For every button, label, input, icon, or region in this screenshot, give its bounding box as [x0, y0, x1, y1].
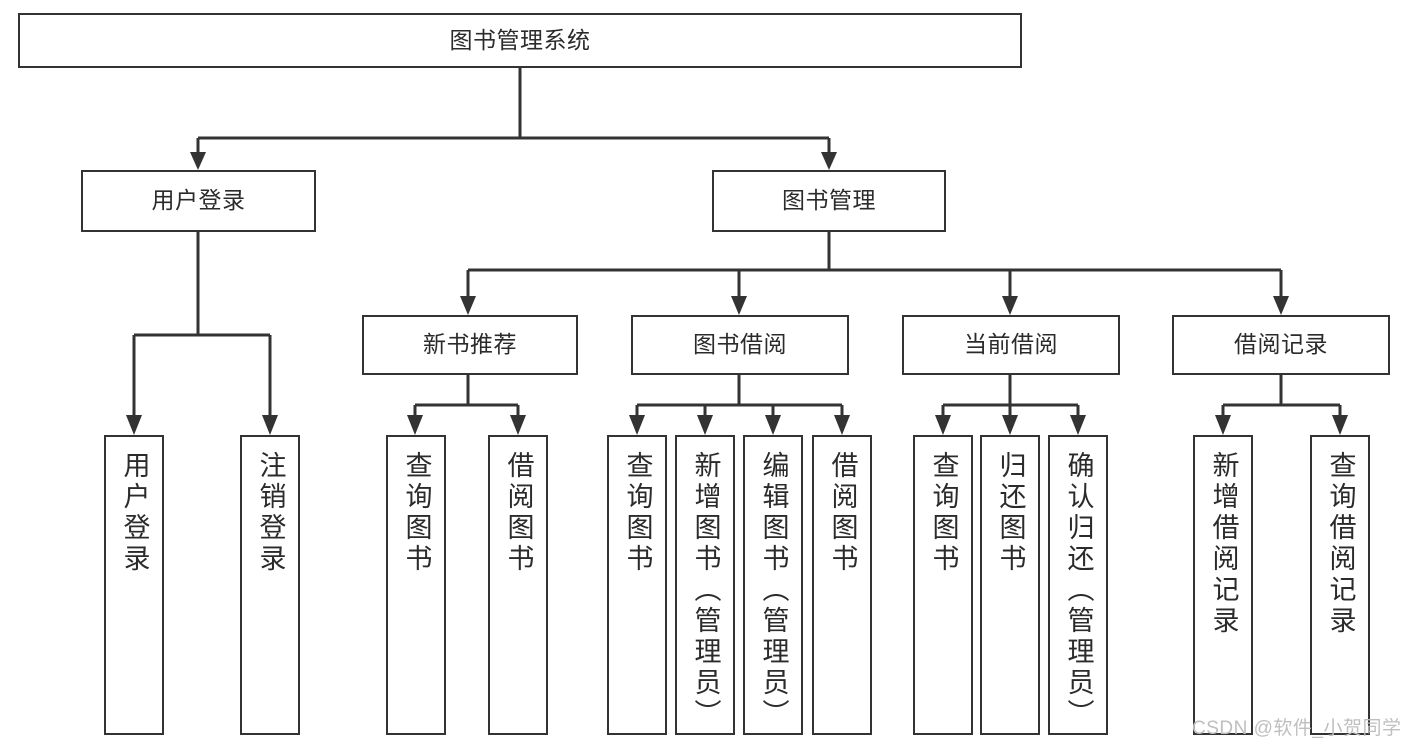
node-leaf-query-book-1[interactable]: 查询图书 — [386, 435, 446, 735]
arrow-leaf-add-record — [1215, 415, 1231, 435]
node-new-book-recommend[interactable]: 新书推荐 — [362, 315, 578, 375]
node-leaf-confirm-return[interactable]: 确认归还（管理员） — [1048, 435, 1108, 735]
node-leaf-borrow-book-1[interactable]: 借阅图书 — [488, 435, 548, 735]
arrow-leaf-add-book — [697, 415, 713, 435]
arrow-leaf-borrow-book-2 — [834, 415, 850, 435]
node-leaf-query-book-1-label: 查询图书 — [401, 451, 432, 575]
node-leaf-query-book-3[interactable]: 查询图书 — [913, 435, 973, 735]
node-book-manage[interactable]: 图书管理 — [712, 170, 946, 232]
node-leaf-add-record-label: 新增借阅记录 — [1208, 451, 1239, 637]
arrow-leaf-confirm-return — [1070, 415, 1086, 435]
node-leaf-query-record-label: 查询借阅记录 — [1325, 451, 1356, 637]
node-user-login[interactable]: 用户登录 — [81, 170, 316, 232]
arrow-new-book-recommend — [460, 296, 476, 315]
node-leaf-add-record[interactable]: 新增借阅记录 — [1193, 435, 1253, 735]
node-current-borrow[interactable]: 当前借阅 — [902, 315, 1120, 375]
node-leaf-return-book-label: 归还图书 — [995, 451, 1026, 575]
arrow-leaf-user-login — [126, 415, 142, 435]
node-leaf-query-book-2-label: 查询图书 — [622, 451, 653, 575]
arrow-leaf-user-logout — [262, 415, 278, 435]
arrow-book-borrow — [731, 296, 747, 315]
node-leaf-borrow-book-2[interactable]: 借阅图书 — [812, 435, 872, 735]
arrow-current-borrow — [1002, 296, 1018, 315]
arrow-leaf-query-book-1 — [407, 415, 423, 435]
arrow-leaf-query-record — [1332, 415, 1348, 435]
node-borrow-record[interactable]: 借阅记录 — [1172, 315, 1390, 375]
node-book-borrow-label: 图书借阅 — [693, 331, 787, 358]
node-new-book-recommend-label: 新书推荐 — [423, 331, 517, 358]
node-user-login-label: 用户登录 — [151, 187, 246, 214]
arrow-leaf-query-book-3 — [935, 415, 951, 435]
arrow-leaf-query-book-2 — [629, 415, 645, 435]
node-root[interactable]: 图书管理系统 — [18, 13, 1022, 68]
node-leaf-add-book-label: 新增图书（管理员） — [690, 451, 721, 730]
arrow-leaf-borrow-book-1 — [510, 415, 526, 435]
node-leaf-edit-book[interactable]: 编辑图书（管理员） — [743, 435, 803, 735]
arrow-user-login — [190, 152, 206, 170]
node-book-manage-label: 图书管理 — [782, 187, 876, 214]
arrow-leaf-return-book — [1002, 415, 1018, 435]
node-current-borrow-label: 当前借阅 — [964, 331, 1058, 358]
node-root-label: 图书管理系统 — [449, 26, 591, 53]
node-leaf-query-record[interactable]: 查询借阅记录 — [1310, 435, 1370, 735]
node-leaf-confirm-return-label: 确认归还（管理员） — [1063, 451, 1094, 730]
node-leaf-user-logout[interactable]: 注销登录 — [240, 435, 300, 735]
node-leaf-query-book-2[interactable]: 查询图书 — [607, 435, 667, 735]
arrow-book-manage — [821, 152, 837, 170]
node-leaf-add-book[interactable]: 新增图书（管理员） — [675, 435, 735, 735]
node-borrow-record-label: 借阅记录 — [1234, 331, 1328, 358]
node-leaf-edit-book-label: 编辑图书（管理员） — [758, 451, 789, 730]
arrow-leaf-edit-book — [765, 415, 781, 435]
node-book-borrow[interactable]: 图书借阅 — [631, 315, 849, 375]
node-leaf-query-book-3-label: 查询图书 — [928, 451, 959, 575]
node-leaf-return-book[interactable]: 归还图书 — [980, 435, 1040, 735]
node-leaf-user-login[interactable]: 用户登录 — [104, 435, 164, 735]
arrow-borrow-record — [1273, 296, 1289, 315]
node-leaf-user-logout-label: 注销登录 — [255, 451, 286, 575]
node-leaf-borrow-book-1-label: 借阅图书 — [503, 451, 534, 575]
node-leaf-borrow-book-2-label: 借阅图书 — [827, 451, 858, 575]
csdn-watermark: CSDN @软件_小贺同学 — [1192, 718, 1402, 739]
node-leaf-user-login-label: 用户登录 — [119, 451, 150, 575]
